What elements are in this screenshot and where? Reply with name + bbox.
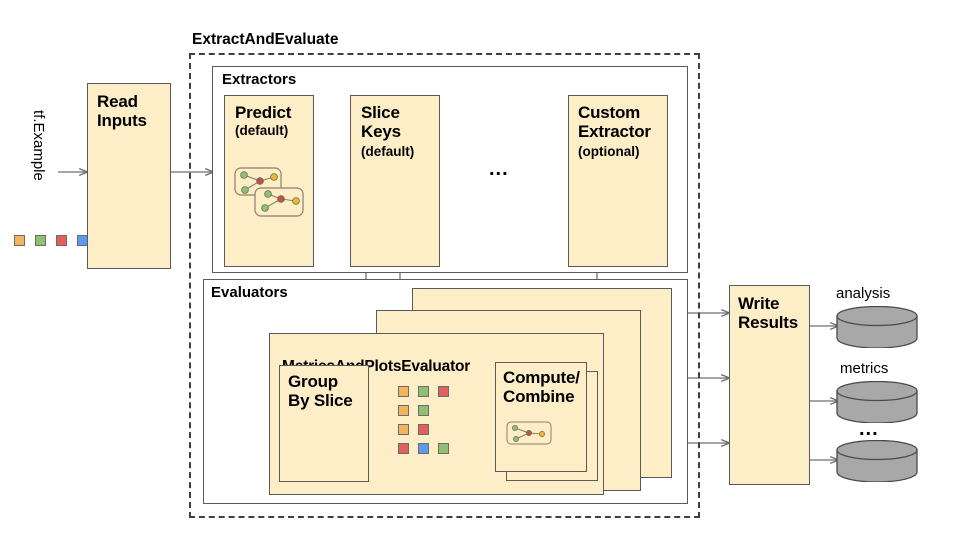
chip-green <box>35 235 46 246</box>
chip-green <box>438 443 449 454</box>
extract-and-evaluate-title: ExtractAndEvaluate <box>192 31 339 48</box>
predict-qualifier: (default) <box>235 123 289 138</box>
write-results-box[interactable]: Write Results <box>729 285 810 485</box>
chip-red <box>418 424 429 435</box>
extractor-box-custom[interactable]: Custom Extractor (optional) <box>568 95 668 267</box>
input-chip-row <box>14 235 90 249</box>
extractor-box-slice-keys[interactable]: Slice Keys (default) <box>350 95 440 267</box>
group-by-slice-label: Group By Slice <box>288 372 353 411</box>
extractors-group-label: Extractors <box>222 71 297 88</box>
extractor-box-predict[interactable]: Predict (default) <box>224 95 314 267</box>
predict-title: Predict <box>235 103 292 122</box>
chip-orange <box>398 424 409 435</box>
evaluators-group-label: Evaluators <box>211 284 288 301</box>
output-label-more: ... <box>859 418 879 440</box>
cylinder-icon-metrics <box>836 381 918 423</box>
compute-combine-label: Compute/ Combine <box>503 368 580 407</box>
read-inputs-label: Read Inputs <box>97 92 147 131</box>
slice-chip-grid <box>398 386 466 458</box>
custom-extractor-title: Custom Extractor <box>578 103 651 142</box>
graph-icon <box>506 421 552 445</box>
chip-red <box>398 443 409 454</box>
chip-red <box>438 386 449 397</box>
evaluator-box-metrics-and-plots[interactable]: MetricsAndPlotsEvaluator (default) Group… <box>269 333 604 495</box>
chip-orange <box>398 405 409 416</box>
chip-blue <box>418 443 429 454</box>
extract-and-evaluate-group <box>189 53 700 518</box>
read-inputs-box[interactable]: Read Inputs <box>87 83 171 269</box>
input-label: tf.Example <box>30 110 47 181</box>
graph-icon <box>234 167 304 217</box>
group-by-slice-box[interactable]: Group By Slice <box>279 365 369 482</box>
output-label-analysis: analysis <box>836 285 891 302</box>
chip-red <box>56 235 67 246</box>
chip-orange <box>398 386 409 397</box>
output-label-metrics: metrics <box>840 360 889 377</box>
cylinder-icon-analysis <box>836 306 918 348</box>
chip-green <box>418 405 429 416</box>
extractors-ellipsis: ... <box>489 158 509 180</box>
custom-extractor-qualifier: (optional) <box>578 144 640 159</box>
write-results-label: Write Results <box>738 294 799 333</box>
slice-keys-qualifier: (default) <box>361 144 415 159</box>
cylinder-icon-more <box>836 440 918 482</box>
slice-keys-title: Slice Keys <box>361 103 401 142</box>
compute-combine-box[interactable]: Compute/ Combine <box>495 362 587 472</box>
chip-orange <box>14 235 25 246</box>
chip-green <box>418 386 429 397</box>
